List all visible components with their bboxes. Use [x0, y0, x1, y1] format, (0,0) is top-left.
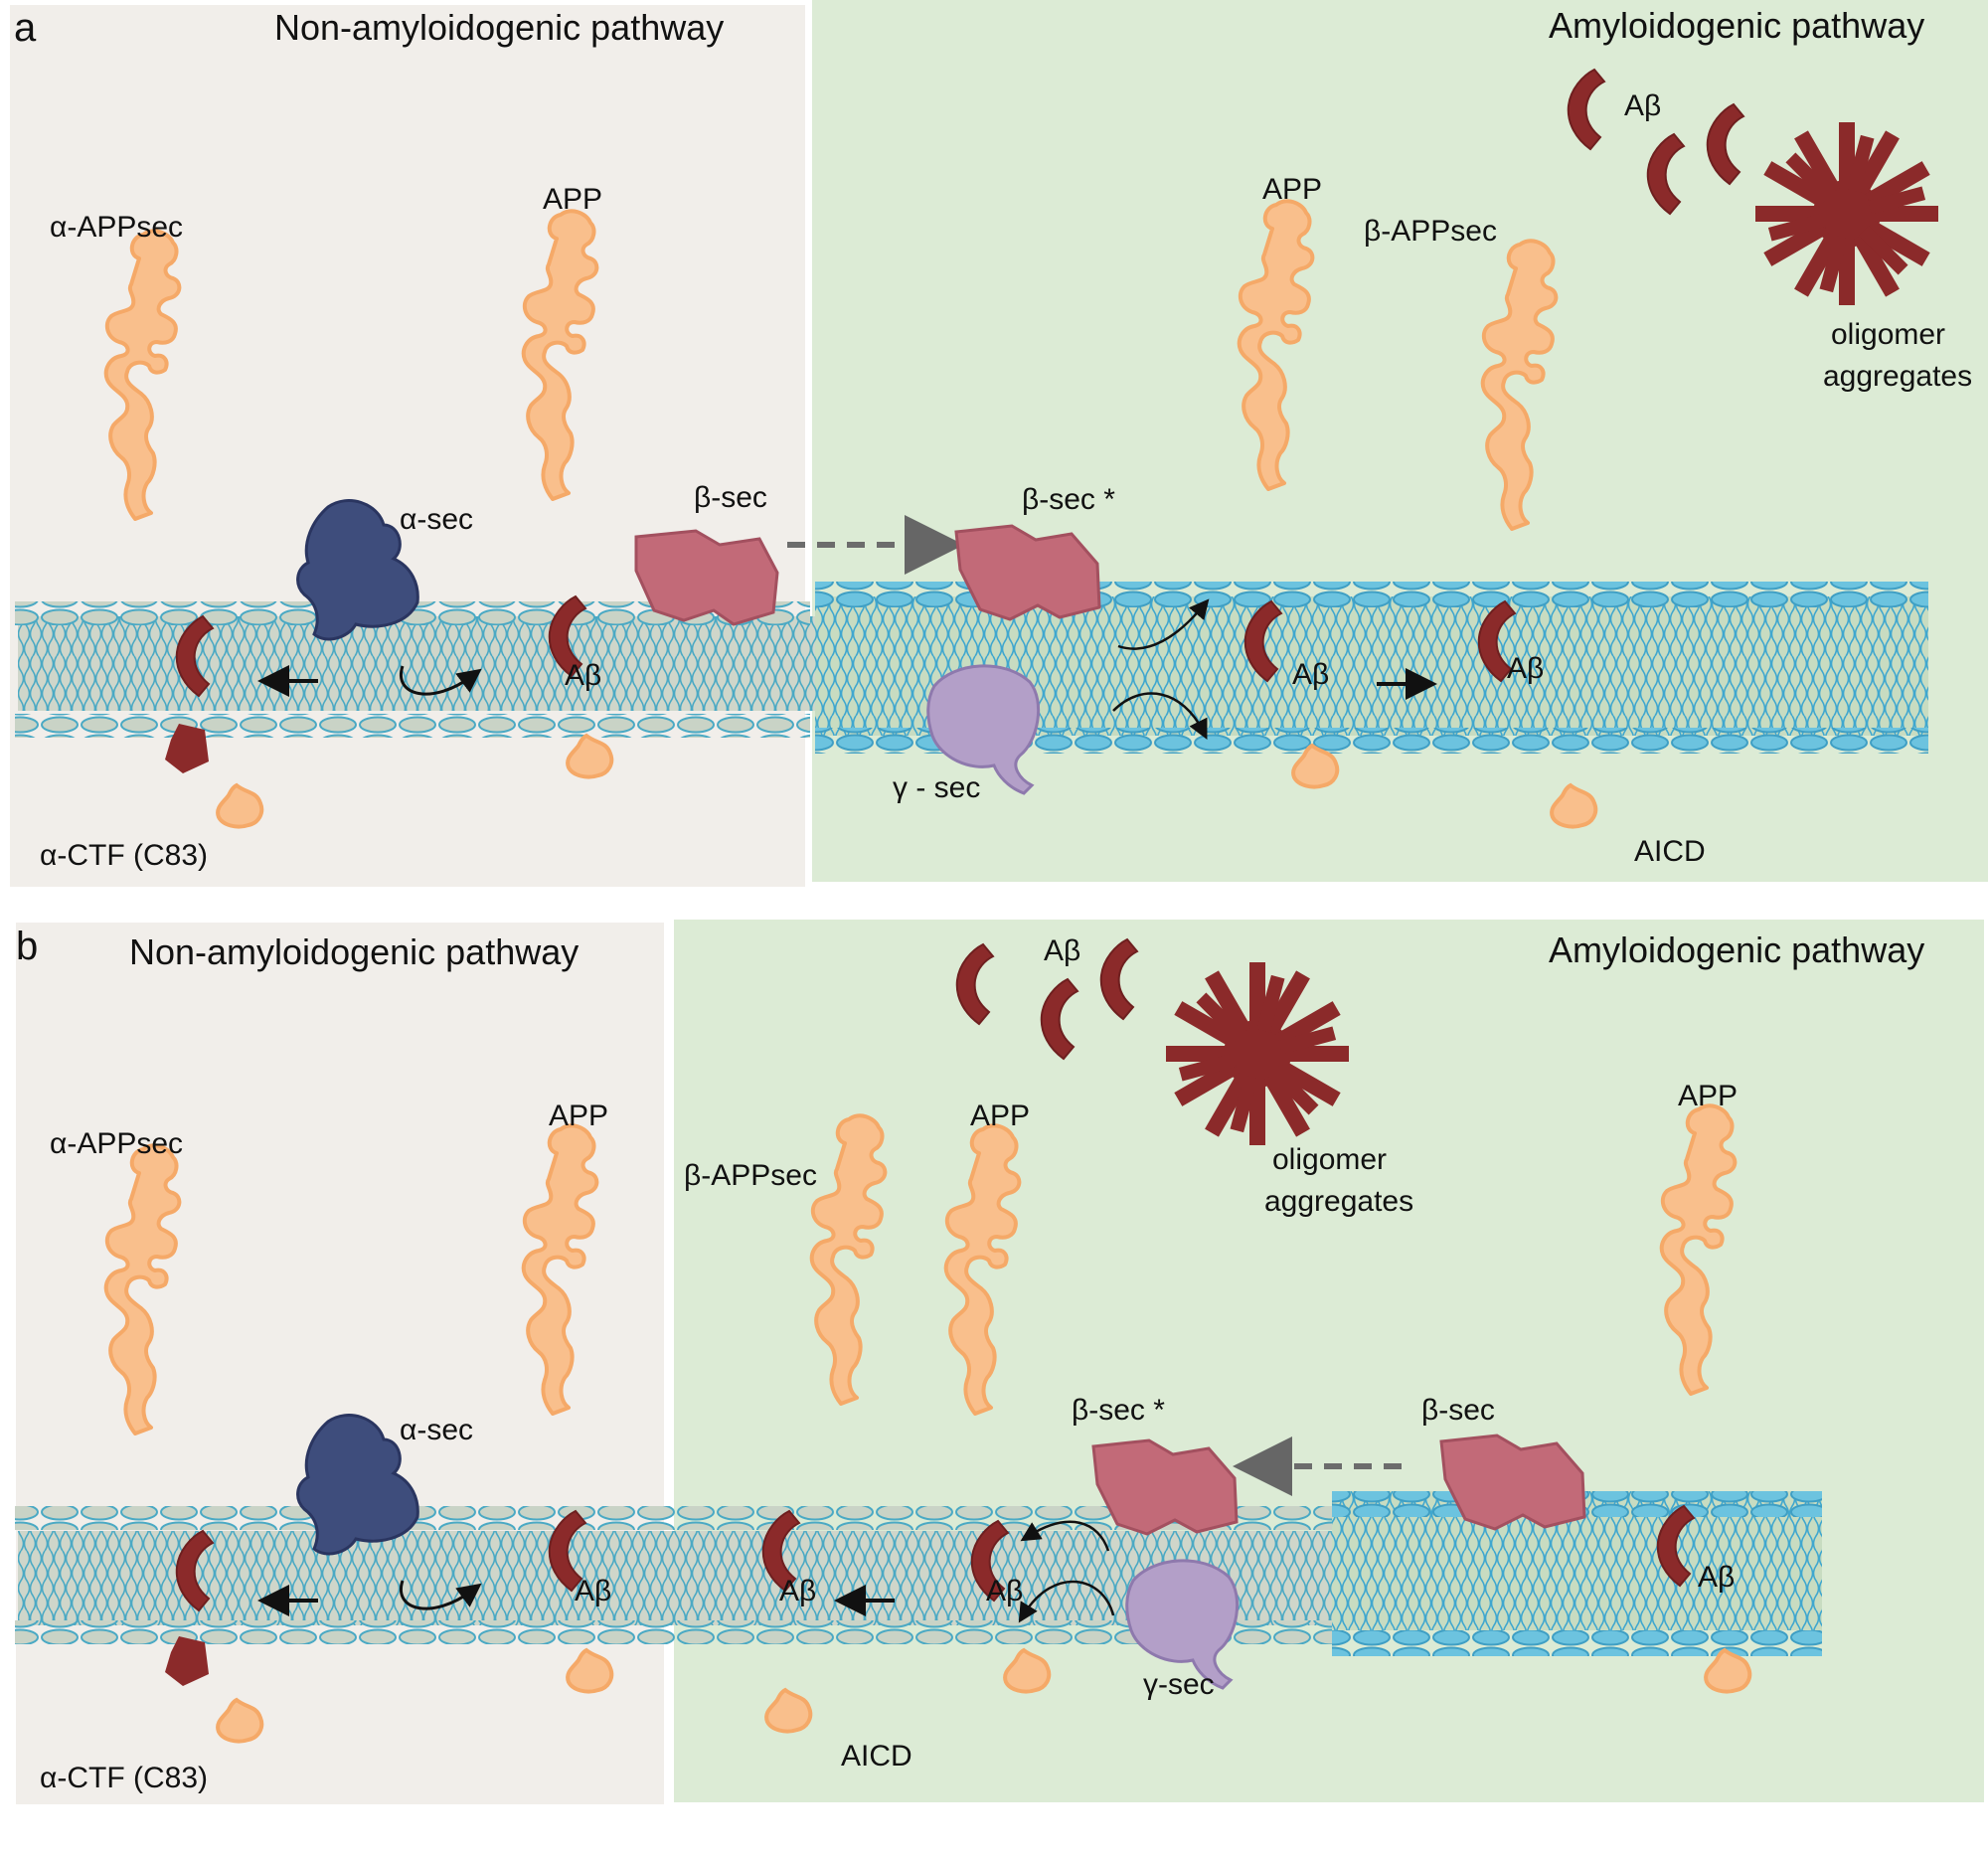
label-alpha-ctf-b: α-CTF (C83): [40, 1762, 208, 1794]
oligomer-aggregate-a: [1755, 122, 1938, 305]
label-abeta-mid-a: Aβ: [1292, 658, 1330, 691]
alpha-ctf-fragment-b: [165, 1636, 209, 1686]
label-gamma-sec-a: γ - sec: [893, 771, 981, 804]
label-oligomer-b: oligomer: [1272, 1143, 1388, 1176]
label-abeta-mid1-b: Aβ: [779, 1575, 817, 1607]
beta-sec-star-enzyme-b: [1091, 1438, 1239, 1536]
label-beta-sec-a: β-sec: [694, 481, 767, 514]
alpha-sec-enzyme-b: [296, 1414, 419, 1556]
panel-a: [10, 0, 1988, 887]
curved-arrow-up-a: [1117, 598, 1210, 650]
label-alpha-sec-a: α-sec: [400, 503, 474, 536]
panel-b-right-title: Amyloidogenic pathway: [1549, 929, 1925, 970]
curved-arrow-down-a: [1112, 692, 1208, 740]
label-aggregates-a: aggregates: [1823, 360, 1973, 393]
panel-a-letter: a: [14, 6, 37, 50]
curved-arrow-up-b: [1020, 1520, 1110, 1552]
label-beta-appsec-b: β-APPsec: [684, 1159, 817, 1192]
label-aicd-a: AICD: [1634, 835, 1706, 868]
label-alpha-appsec-a: α-APPsec: [50, 211, 184, 244]
gamma-sec-enzyme: [926, 664, 1041, 795]
label-alpha-sec-b: α-sec: [400, 1414, 474, 1446]
label-app-left-b: APP: [549, 1099, 609, 1132]
label-beta-sec-star-b: β-sec *: [1072, 1394, 1165, 1427]
label-alpha-ctf-a: α-CTF (C83): [40, 839, 208, 872]
alpha-sec-enzyme: [296, 499, 419, 641]
label-abeta-right-a: Aβ: [1507, 652, 1545, 685]
label-abeta-top-b: Aβ: [1044, 934, 1081, 967]
label-beta-sec-b: β-sec: [1421, 1394, 1495, 1427]
label-beta-sec-star-a: β-sec *: [1022, 483, 1115, 516]
alpha-ctf-fragment: [165, 724, 209, 773]
panel-b: [15, 920, 1984, 1804]
label-oligomer-a: oligomer: [1831, 318, 1946, 351]
label-abeta-top-a: Aβ: [1624, 89, 1662, 122]
panel-b-letter: b: [16, 925, 39, 968]
beta-sec-enzyme: [634, 529, 779, 626]
label-app-left-a: APP: [543, 183, 603, 216]
panel-b-left-title: Non-amyloidogenic pathway: [129, 931, 580, 972]
label-abeta-left-b: Aβ: [575, 1575, 612, 1607]
panel-a-left-title: Non-amyloidogenic pathway: [274, 7, 725, 48]
oligomer-aggregate-b: [1166, 962, 1349, 1145]
label-app-right-a: APP: [1262, 173, 1323, 206]
panel-a-right-title: Amyloidogenic pathway: [1549, 5, 1925, 46]
label-beta-appsec-a: β-APPsec: [1364, 215, 1497, 248]
label-abeta-left-a: Aβ: [565, 659, 602, 692]
label-aicd-b: AICD: [841, 1740, 912, 1773]
beta-sec-star-enzyme: [954, 524, 1101, 621]
beta-sec-enzyme-b: [1439, 1434, 1586, 1531]
curved-arrow-a: [400, 665, 482, 696]
label-alpha-appsec-b: α-APPsec: [50, 1127, 184, 1160]
label-app-mid-b: APP: [970, 1099, 1031, 1132]
curved-arrow-b: [400, 1580, 482, 1610]
curved-arrow-down-b: [1018, 1580, 1115, 1623]
label-abeta-mid2-b: Aβ: [986, 1575, 1024, 1607]
label-abeta-right-b: Aβ: [1698, 1561, 1736, 1594]
label-aggregates-b: aggregates: [1264, 1185, 1414, 1218]
gamma-sec-enzyme-b: [1125, 1559, 1240, 1690]
label-gamma-sec-b: γ-sec: [1143, 1668, 1215, 1701]
label-app-right-b: APP: [1678, 1080, 1739, 1112]
